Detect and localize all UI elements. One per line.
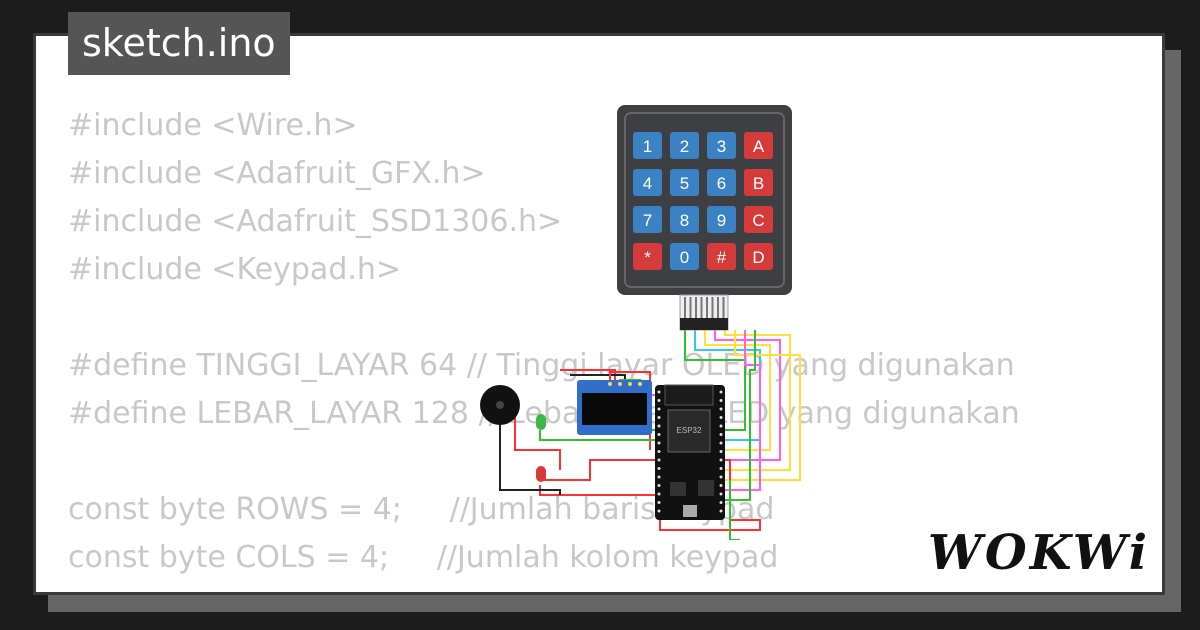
svg-text:9: 9 <box>717 211 726 230</box>
esp32-pin <box>657 492 661 496</box>
keypad-key: 8 <box>670 206 699 233</box>
svg-text:1: 1 <box>643 137 652 156</box>
esp32-pin <box>657 441 661 445</box>
esp32-pin <box>719 441 723 445</box>
buzzer-center <box>496 401 504 409</box>
keypad-key: 3 <box>707 132 736 159</box>
svg-text:C: C <box>752 211 764 230</box>
esp32-pin <box>657 501 661 504</box>
svg-text:2: 2 <box>680 137 689 156</box>
file-title[interactable]: sketch.ino <box>68 12 290 75</box>
oled-display <box>577 380 652 435</box>
keypad-key: 6 <box>707 169 736 196</box>
keypad-key: D <box>744 243 773 270</box>
esp32-pin <box>719 475 723 479</box>
code-line: const byte ROWS = 4; //Jumlah baris keyp… <box>68 492 775 527</box>
code-line: #include <Adafruit_GFX.h> <box>68 156 486 191</box>
wires <box>499 330 801 540</box>
keypad: 1 2 3 A 4 5 6 B 7 8 9 C * 0 # D <box>617 105 792 331</box>
esp32-pin <box>657 399 661 402</box>
esp32-pin <box>719 509 723 513</box>
circuit-diagram: 1 2 3 A 4 5 6 B 7 8 9 C * 0 # D ESP32 <box>480 105 801 540</box>
keypad-key: C <box>744 206 773 233</box>
esp32-pin <box>657 458 661 462</box>
esp32-pin <box>719 399 723 402</box>
esp32-pin <box>657 390 661 394</box>
preview-card <box>33 33 1165 595</box>
led-green <box>536 414 546 430</box>
esp32-pin <box>719 390 723 394</box>
esp32-label: ESP32 <box>677 426 702 435</box>
svg-text:D: D <box>752 248 764 267</box>
esp32-pin <box>719 433 723 436</box>
led-red <box>536 466 546 482</box>
keypad-key: # <box>707 243 736 270</box>
svg-text:#: # <box>717 248 727 267</box>
esp32-pin <box>719 501 723 504</box>
code-line: const byte COLS = 4; //Jumlah kolom keyp… <box>68 540 779 575</box>
keypad-key: * <box>633 243 662 270</box>
esp32-pin <box>657 424 661 428</box>
svg-text:7: 7 <box>643 211 652 230</box>
svg-text:4: 4 <box>643 174 652 193</box>
esp32-pin <box>719 492 723 496</box>
keypad-key: 7 <box>633 206 662 233</box>
svg-text:5: 5 <box>680 174 689 193</box>
keypad-key: 0 <box>670 243 699 270</box>
esp32-pin <box>657 450 661 453</box>
wokwi-logo: WOKWi <box>927 525 1150 581</box>
keypad-key: 4 <box>633 169 662 196</box>
code-line: #include <Adafruit_SSD1306.h> <box>68 204 563 239</box>
svg-text:*: * <box>644 248 651 267</box>
esp32-pin <box>657 407 661 411</box>
svg-text:A: A <box>753 137 765 156</box>
keypad-key: B <box>744 169 773 196</box>
keypad-key: 5 <box>670 169 699 196</box>
code-line: #include <Keypad.h> <box>68 252 402 287</box>
keypad-key: 9 <box>707 206 736 233</box>
esp32-pin <box>657 509 661 513</box>
esp32-pin <box>657 416 661 419</box>
svg-text:0: 0 <box>680 248 689 267</box>
esp32-pin <box>719 416 723 419</box>
svg-text:8: 8 <box>680 211 689 230</box>
code-line: #include <Wire.h> <box>68 108 358 143</box>
keypad-key: 2 <box>670 132 699 159</box>
esp32-pin <box>657 467 661 470</box>
svg-text:3: 3 <box>717 137 726 156</box>
esp32-pin <box>719 450 723 453</box>
esp32-pin <box>719 407 723 411</box>
esp32-pin <box>719 484 723 487</box>
esp32-board: ESP32 <box>655 384 725 520</box>
esp32-pin <box>657 475 661 479</box>
esp32-pin <box>657 433 661 436</box>
esp32-pin <box>719 424 723 428</box>
svg-text:6: 6 <box>717 174 726 193</box>
svg-text:B: B <box>753 174 764 193</box>
esp32-pin <box>719 467 723 470</box>
esp32-pin <box>719 458 723 462</box>
keypad-key: A <box>744 132 773 159</box>
esp32-pin <box>657 484 661 487</box>
keypad-key: 1 <box>633 132 662 159</box>
